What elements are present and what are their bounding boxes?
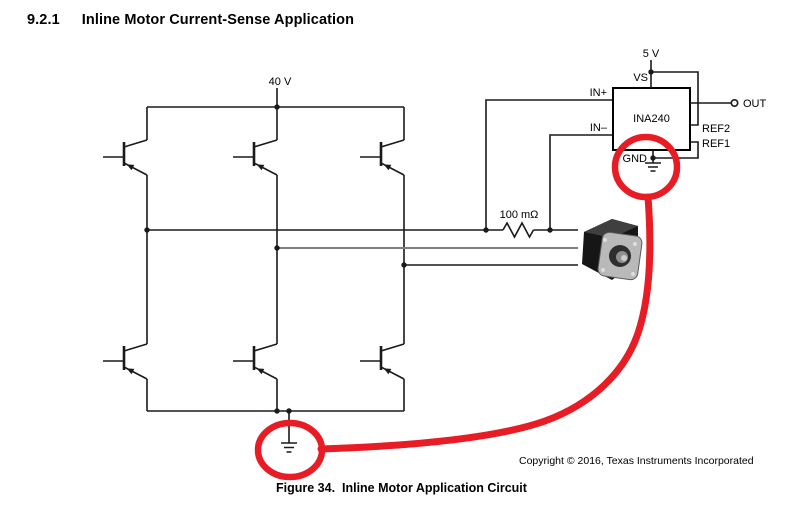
junction-dot [650, 155, 656, 161]
copyright-notice: Copyright © 2016, Texas Instruments Inco… [519, 455, 754, 467]
pin-label-ref2: REF2 [702, 123, 730, 135]
ina240-wiring [645, 60, 739, 172]
section-title: Inline Motor Current-Sense Application [81, 12, 355, 28]
junction-dot [648, 69, 654, 75]
vs-to-ref2-wire [651, 71, 699, 126]
pin-label-gnd: GND [623, 153, 648, 165]
in-plus-wire [485, 99, 613, 230]
ic-name-label: INA240 [633, 113, 670, 125]
pin-label-in-minus: IN– [590, 122, 608, 134]
junction-dot [547, 227, 553, 233]
shunt-value-label: 100 mΩ [500, 209, 539, 221]
pin-label-ref1: REF1 [702, 138, 730, 150]
junction-dot [483, 227, 489, 233]
pin-label-vs: VS [633, 72, 648, 84]
ic-gnd-highlight-circle [611, 133, 681, 201]
bridge-ground-icon [281, 442, 297, 453]
supply-voltage-label: 5 V [643, 48, 660, 60]
junction-dots [144, 69, 656, 414]
ic-ground-icon [645, 162, 661, 172]
transistor-bottom-a [101, 342, 149, 381]
transistor-top-a [101, 138, 149, 177]
pin-label-out: OUT [743, 98, 767, 110]
pin-label-in-plus: IN+ [590, 87, 607, 99]
sense-wiring [485, 99, 613, 230]
figure-caption: Figure 34. Inline Motor Application Circ… [276, 481, 527, 495]
transistor-top-b [231, 138, 279, 177]
transistor-top-c [358, 138, 406, 177]
section-number: 9.2.1 [27, 12, 60, 28]
phase-wires [147, 221, 578, 266]
junction-dot [274, 245, 280, 251]
junction-dot [144, 227, 150, 233]
junction-dot [286, 408, 292, 414]
bus-voltage-label: 40 V [269, 76, 292, 88]
junction-dot [274, 408, 280, 414]
shunt-resistor [502, 221, 535, 239]
supply-rail [147, 88, 404, 108]
ground-highlight-annotation [254, 133, 681, 481]
stepper-motor-image [582, 219, 643, 281]
transistor-bottom-b [231, 342, 279, 381]
junction-dot [274, 104, 280, 110]
transistor-bottom-c [358, 342, 406, 381]
section-heading: 9.2.1 Inline Motor Current-Sense Applicat… [27, 12, 354, 28]
junction-dot [401, 262, 407, 268]
bridge-wiring [146, 88, 405, 453]
in-minus-wire [549, 134, 613, 230]
half-bridge-branches [146, 107, 405, 411]
highlight-connector-curve [317, 193, 654, 453]
bridge-gnd-highlight-circle [254, 419, 326, 481]
out-terminal-icon [730, 99, 739, 108]
